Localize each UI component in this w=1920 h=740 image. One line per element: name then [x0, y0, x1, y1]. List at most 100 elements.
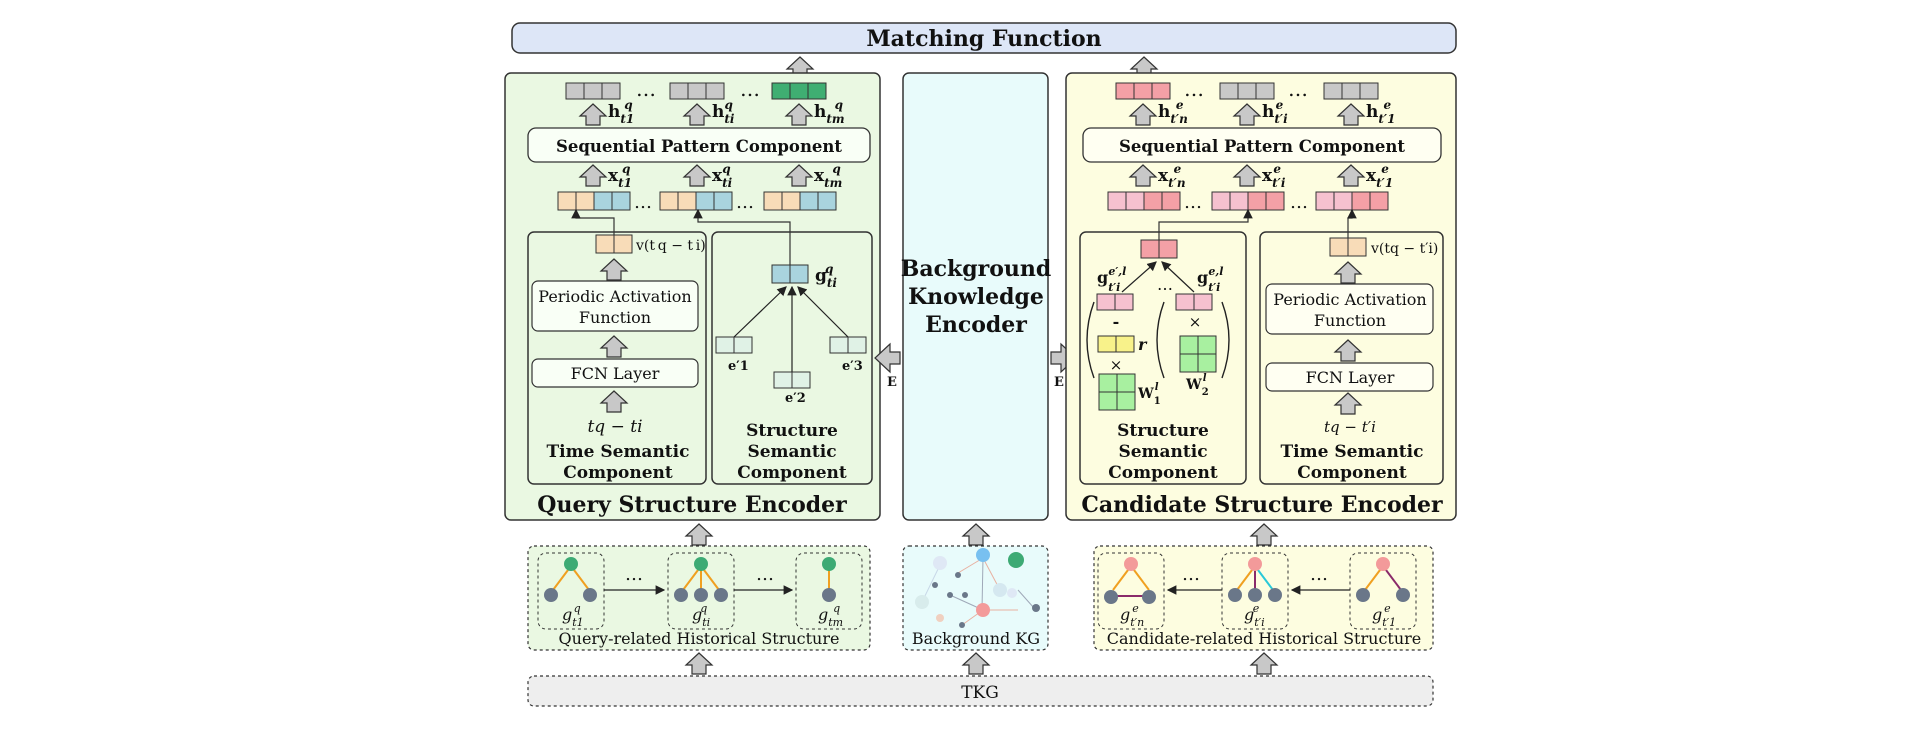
w1-matrix — [1098, 373, 1136, 411]
svg-text:Candidate Structure Encoder: Candidate Structure Encoder — [1081, 492, 1443, 518]
background-knowledge-encoder: Background Knowledge Encoder — [901, 72, 1052, 521]
svg-text:xt′ne: xt′ne — [1158, 162, 1186, 190]
svg-text:Sequential Pattern Component: Sequential Pattern Component — [1119, 137, 1405, 156]
candidate-time-semantic-component: v(tq − t′i) Periodic Activation Function… — [1259, 208, 1444, 485]
svg-text:Component: Component — [563, 463, 673, 483]
h-cell-group-3 — [771, 82, 827, 100]
candidate-spc-box — [1082, 127, 1442, 163]
tkg-box: TKG — [527, 675, 1434, 707]
candidate-structure-semantic-component: gt′ie′,l … gt′ie,l - × r W2l × W1l — [1079, 208, 1253, 485]
svg-text:…: … — [625, 564, 643, 585]
svg-text:gt′1e: gt′1e — [1372, 602, 1396, 629]
candidate-history: gt′ne … gt′ie … gt′1e Candidate-related … — [1093, 545, 1434, 651]
svg-text:gtiq: gtiq — [692, 602, 710, 629]
query-spc-box — [527, 127, 871, 163]
svg-text:…: … — [1288, 77, 1308, 101]
svg-text:W2l: W2l — [1185, 373, 1209, 398]
svg-text:Knowledge: Knowledge — [908, 284, 1044, 310]
svg-text:ht′ie: ht′ie — [1262, 98, 1288, 126]
svg-text:×: × — [1110, 356, 1123, 374]
h-label-2: htiq — [712, 98, 735, 126]
svg-text:xt′ie: xt′ie — [1262, 162, 1286, 190]
svg-text:Structure: Structure — [746, 421, 838, 441]
svg-text:-: - — [1113, 312, 1120, 331]
svg-text:gt′ne: gt′ne — [1120, 602, 1144, 629]
svg-text:…: … — [1290, 192, 1308, 213]
svg-text:Query-related Historical Struc: Query-related Historical Structure — [559, 629, 840, 648]
svg-text:Semantic: Semantic — [1118, 442, 1207, 462]
query-h-row: … … — [565, 77, 827, 101]
svg-text:Component: Component — [737, 463, 847, 483]
svg-text:ht′ne: ht′ne — [1158, 98, 1188, 126]
svg-text:FCN Layer: FCN Layer — [571, 364, 660, 383]
query-structure-encoder: Query Structure Encoder … … ht1q htiq ht… — [504, 72, 881, 521]
candidate-h-row: … … — [1115, 77, 1379, 101]
svg-text:…: … — [1184, 192, 1202, 213]
svg-text:r: r — [1138, 335, 1148, 354]
tkg-label: TKG — [961, 683, 999, 703]
svg-text:gtmq: gtmq — [818, 602, 843, 629]
background-kg: Background KG — [902, 545, 1049, 651]
svg-text:xt1q: xt1q — [608, 162, 632, 190]
svg-text:gt′ie: gt′ie — [1244, 602, 1265, 629]
svg-text:gtiq: gtiq — [815, 262, 837, 290]
svg-text:Periodic Activation: Periodic Activation — [538, 287, 691, 306]
svg-text:…: … — [1157, 275, 1173, 294]
query-spc-label: Sequential Pattern Component — [556, 137, 842, 156]
query-x-row: … … — [557, 191, 837, 213]
svg-text:xt′1e: xt′1e — [1366, 162, 1393, 190]
query-encoder-title: Query Structure Encoder — [537, 492, 847, 518]
query-time-semantic-component: v(t q − t i) Periodic Activation Functio… — [527, 208, 707, 485]
h-cell-group-1 — [565, 82, 621, 100]
svg-text:Component: Component — [1108, 463, 1218, 483]
svg-text:Background: Background — [901, 256, 1052, 282]
svg-text:Function: Function — [579, 308, 651, 327]
candidate-x-row: … … — [1107, 191, 1389, 213]
svg-text:e′2: e′2 — [785, 391, 806, 406]
ellipsis: … — [636, 77, 656, 101]
svg-text:Structure: Structure — [1117, 421, 1209, 441]
svg-text:…: … — [756, 564, 774, 585]
query-history: gt1q … gtiq … gtmq Query-related Histori… — [527, 545, 871, 651]
svg-text:…: … — [1310, 564, 1328, 585]
svg-text:gt1q: gt1q — [562, 602, 584, 629]
svg-text:FCN Layer: FCN Layer — [1306, 368, 1395, 387]
svg-text:Time Semantic: Time Semantic — [547, 442, 690, 462]
svg-text:ht′1e: ht′1e — [1366, 98, 1395, 126]
svg-text:…: … — [736, 192, 754, 213]
svg-text:Periodic Activation: Periodic Activation — [1273, 290, 1426, 309]
h-cell-group-2 — [669, 82, 725, 100]
svg-text:tq − t′i: tq − t′i — [1324, 418, 1376, 436]
svg-text:gt′ie,l: gt′ie,l — [1197, 265, 1223, 294]
svg-text:Candidate-related Historical S: Candidate-related Historical Structure — [1107, 629, 1422, 648]
svg-text:…: … — [634, 192, 652, 213]
svg-text:tq − ti: tq − ti — [587, 417, 642, 437]
arrow-left-e — [874, 342, 901, 374]
svg-text:Semantic: Semantic — [747, 442, 836, 462]
svg-text:E: E — [887, 375, 897, 390]
v-label: v(t q − t i) — [635, 238, 706, 254]
svg-text:Component: Component — [1297, 463, 1407, 483]
svg-text:Time Semantic: Time Semantic — [1281, 442, 1424, 462]
query-structure-semantic-component: gtiq e′1 e′2 e′3 Structure Semantic Comp… — [693, 208, 873, 485]
h-label-1: ht1q — [608, 98, 634, 126]
matching-function-box: Matching Function — [511, 22, 1457, 54]
svg-text:e′1: e′1 — [728, 359, 749, 374]
w2-matrix — [1179, 335, 1217, 373]
svg-text:e′3: e′3 — [842, 359, 863, 374]
svg-text:Function: Function — [1314, 311, 1386, 330]
svg-text:gt′ie′,l: gt′ie′,l — [1097, 265, 1126, 294]
svg-text:v(tq − t′i): v(tq − t′i) — [1370, 241, 1438, 257]
svg-text:W1l: W1l — [1137, 382, 1161, 407]
svg-text:E: E — [1054, 375, 1064, 390]
svg-text:Encoder: Encoder — [925, 312, 1027, 338]
svg-text:×: × — [1189, 313, 1202, 331]
svg-text:xtmq: xtmq — [814, 162, 842, 190]
h-label-3: htmq — [814, 98, 845, 126]
svg-text:Background KG: Background KG — [912, 629, 1040, 648]
svg-text:xtiq: xtiq — [712, 162, 733, 190]
ellipsis: … — [740, 77, 760, 101]
matching-function-label: Matching Function — [866, 26, 1101, 52]
candidate-structure-encoder: Candidate Structure Encoder … … ht′ne ht… — [1065, 72, 1457, 521]
